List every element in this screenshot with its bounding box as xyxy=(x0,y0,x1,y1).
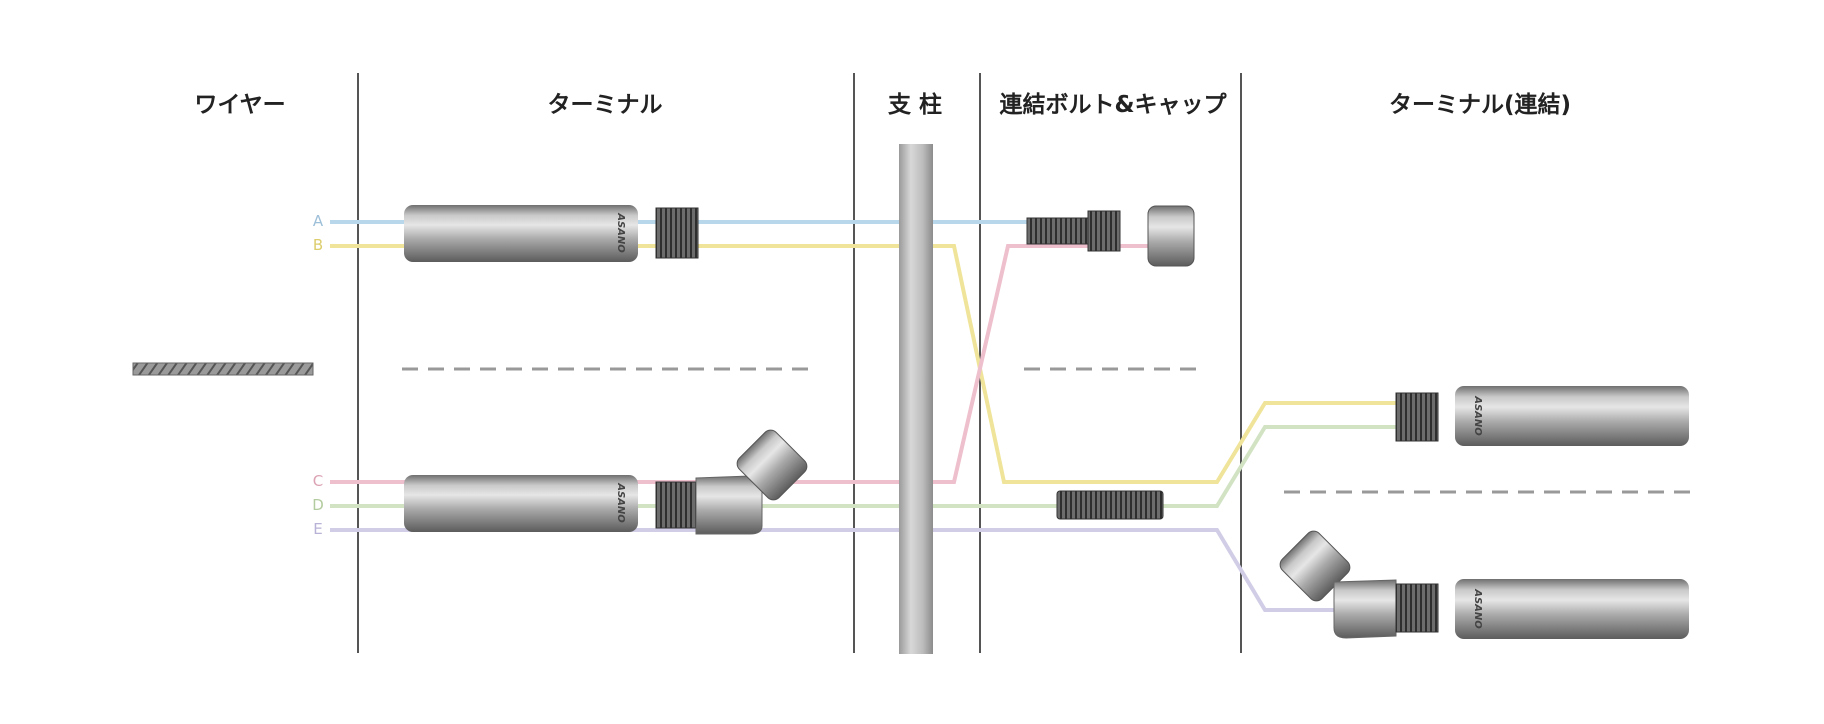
swivel-neck-link xyxy=(1333,579,1397,639)
brand-logo: ASANO xyxy=(615,212,626,253)
wire-sample xyxy=(132,362,314,376)
column-divider xyxy=(853,73,855,653)
swivel-neck xyxy=(695,475,763,535)
column-divider xyxy=(1240,73,1242,653)
header-post: 支 柱 xyxy=(887,92,942,118)
brand-logo: ASANO xyxy=(1472,395,1483,436)
threaded-nut-link xyxy=(1395,392,1439,442)
terminal-body-top xyxy=(404,205,638,262)
header-terminal-link: ターミナル(連結) xyxy=(1388,92,1572,118)
post xyxy=(899,144,933,654)
terminal-link-body-bottom xyxy=(1455,579,1689,639)
route-label-a: A xyxy=(312,212,324,230)
stud-bolt xyxy=(1056,490,1164,520)
header-terminal: ターミナル xyxy=(547,92,663,118)
header-wire: ワイヤー xyxy=(194,92,286,118)
terminal-link-body-top xyxy=(1455,386,1689,446)
swivel-head xyxy=(736,429,808,501)
terminal-body-bottom xyxy=(404,475,638,532)
brand-logo: ASANO xyxy=(615,482,626,523)
bolt-nut xyxy=(1087,210,1121,252)
route-line-d xyxy=(330,425,1400,508)
threaded-stud-bottom xyxy=(655,481,697,529)
route-line-b xyxy=(330,244,1400,484)
route-label-e: E xyxy=(313,520,323,538)
column-divider xyxy=(357,73,359,653)
route-line-c xyxy=(330,244,1150,484)
threaded-nut-top xyxy=(655,207,699,259)
route-line-e xyxy=(330,528,1345,612)
header-bolt-cap: 連結ボルト&キャップ xyxy=(999,92,1227,118)
end-cap xyxy=(1147,205,1195,267)
route-label-d: D xyxy=(312,496,324,514)
route-label-c: C xyxy=(312,472,324,490)
threaded-stud-link xyxy=(1395,583,1439,633)
route-label-b: B xyxy=(312,236,324,254)
brand-logo: ASANO xyxy=(1472,588,1483,629)
